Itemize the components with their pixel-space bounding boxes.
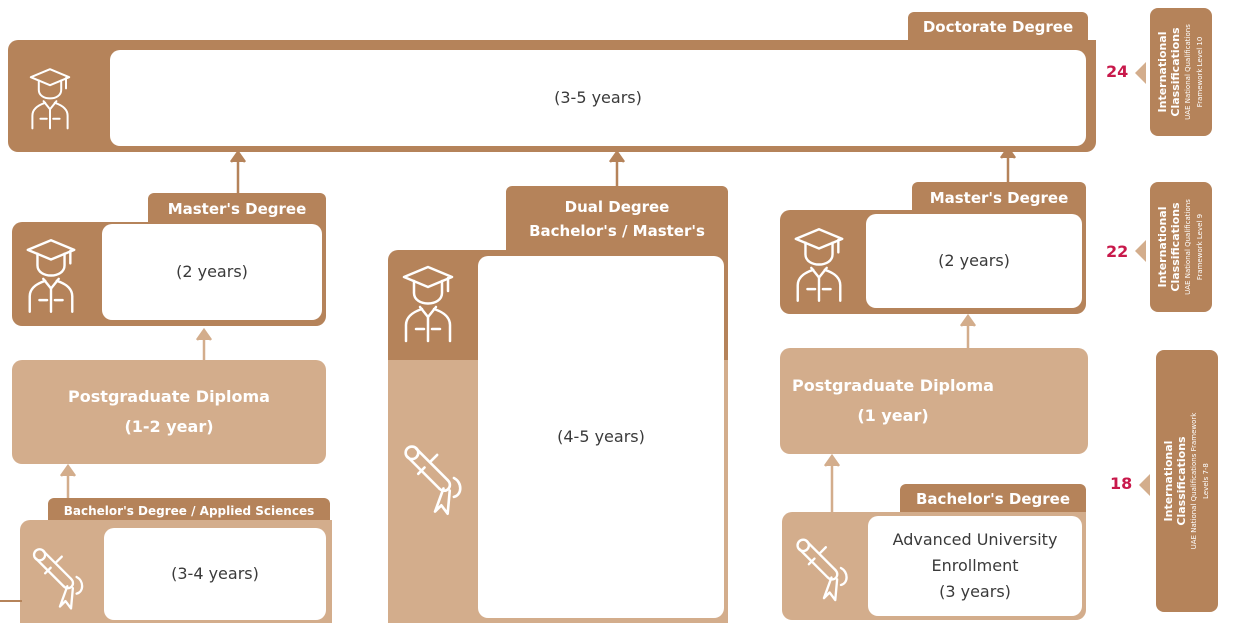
- pgd-right-label: Postgraduate Diploma (1 year): [780, 348, 1006, 454]
- graduate-icon: [790, 224, 848, 304]
- divider-line: [0, 600, 22, 602]
- dual-duration: (4-5 years): [557, 427, 645, 446]
- arrow-up: [959, 313, 977, 350]
- classification-level: Levels 7-8: [1202, 463, 1210, 499]
- classification-number-18: 18: [1110, 474, 1133, 493]
- chevron-left-icon: [1135, 240, 1146, 262]
- classification-title-2: Classifications: [1169, 202, 1182, 292]
- arrow-up: [229, 149, 247, 194]
- masters-right-duration-box: (2 years): [866, 214, 1082, 308]
- bachelor-left-title: Bachelor's Degree / Applied Sciences: [63, 504, 315, 518]
- classification-level: Framework Level 10: [1196, 36, 1204, 108]
- arrow-up: [999, 145, 1017, 184]
- classification-framework: UAE National Qualifications Framework: [1190, 412, 1198, 550]
- bachelor-right-tab: Bachelor's Degree: [900, 484, 1086, 514]
- doctorate-duration-box: (3-5 years): [110, 50, 1086, 146]
- graduate-icon: [398, 262, 458, 344]
- classification-framework: UAE National Qualifications: [1184, 24, 1192, 120]
- arrow-up: [823, 453, 841, 516]
- classification-title-1: International: [1162, 440, 1175, 522]
- classification-title-1: International: [1156, 31, 1169, 113]
- classification-level: Framework Level 9: [1196, 213, 1204, 281]
- bachelor-right-text-box: Advanced University Enrollment (3 years): [868, 516, 1082, 616]
- dual-title-line2: Bachelor's / Master's: [529, 222, 705, 240]
- masters-right-tab: Master's Degree: [912, 182, 1086, 214]
- bachelor-left-duration: (3-4 years): [171, 564, 259, 583]
- bachelor-left-tab: Bachelor's Degree / Applied Sciences: [48, 498, 330, 524]
- pgd-left-duration: (1-2 year): [124, 417, 214, 436]
- pgd-left-title: Postgraduate Diploma: [68, 387, 270, 406]
- doctorate-title: Doctorate Degree: [922, 18, 1074, 36]
- bachelor-right-line2: Enrollment: [931, 556, 1019, 575]
- doctorate-tab: Doctorate Degree: [908, 12, 1088, 42]
- doctorate-duration: (3-5 years): [554, 88, 642, 107]
- bachelor-right-line1: Advanced University: [892, 530, 1058, 549]
- classification-title-1: International: [1156, 206, 1169, 288]
- diploma-scroll-icon: [396, 436, 472, 520]
- classification-panel-level-10: International Classifications UAE Nation…: [1150, 8, 1212, 136]
- pgd-right-title: Postgraduate Diploma: [792, 376, 994, 395]
- bachelor-right-line3: (3 years): [939, 582, 1011, 601]
- masters-left-tab: Master's Degree: [148, 193, 326, 225]
- dual-tab: Dual Degree Bachelor's / Master's: [506, 186, 728, 252]
- bachelor-left-duration-box: (3-4 years): [104, 528, 326, 620]
- graduate-icon: [22, 236, 80, 314]
- bachelor-right-title: Bachelor's Degree: [916, 490, 1070, 508]
- classification-title-2: Classifications: [1175, 436, 1188, 526]
- classification-title-2: Classifications: [1169, 27, 1182, 117]
- chevron-left-icon: [1135, 62, 1146, 84]
- classification-panel-level-9: International Classifications UAE Nation…: [1150, 182, 1212, 312]
- masters-left-title: Master's Degree: [167, 200, 307, 218]
- graduate-icon: [26, 58, 74, 138]
- pgd-right-duration: (1 year): [857, 406, 929, 425]
- arrow-up: [608, 149, 626, 188]
- pgd-left-label: Postgraduate Diploma (1-2 year): [12, 360, 326, 464]
- classification-framework: UAE National Qualifications: [1184, 199, 1192, 295]
- diploma-scroll-icon: [26, 540, 92, 614]
- masters-left-duration-box: (2 years): [102, 224, 322, 320]
- diploma-scroll-icon: [790, 530, 856, 606]
- chevron-left-icon: [1139, 474, 1150, 496]
- masters-right-duration: (2 years): [938, 251, 1010, 270]
- dual-duration-box: (4-5 years): [478, 256, 724, 618]
- classification-panel-levels-7-8: International Classifications UAE Nation…: [1156, 350, 1218, 612]
- masters-left-duration: (2 years): [176, 262, 248, 281]
- dual-title-line1: Dual Degree: [564, 198, 670, 216]
- classification-number-22: 22: [1106, 242, 1129, 261]
- pgd-left-card: [12, 360, 326, 464]
- arrow-up: [195, 327, 213, 362]
- classification-number-24: 24: [1106, 62, 1129, 81]
- arrow-up: [59, 463, 77, 500]
- masters-right-title: Master's Degree: [929, 189, 1069, 207]
- pgd-right-card: [780, 348, 1088, 454]
